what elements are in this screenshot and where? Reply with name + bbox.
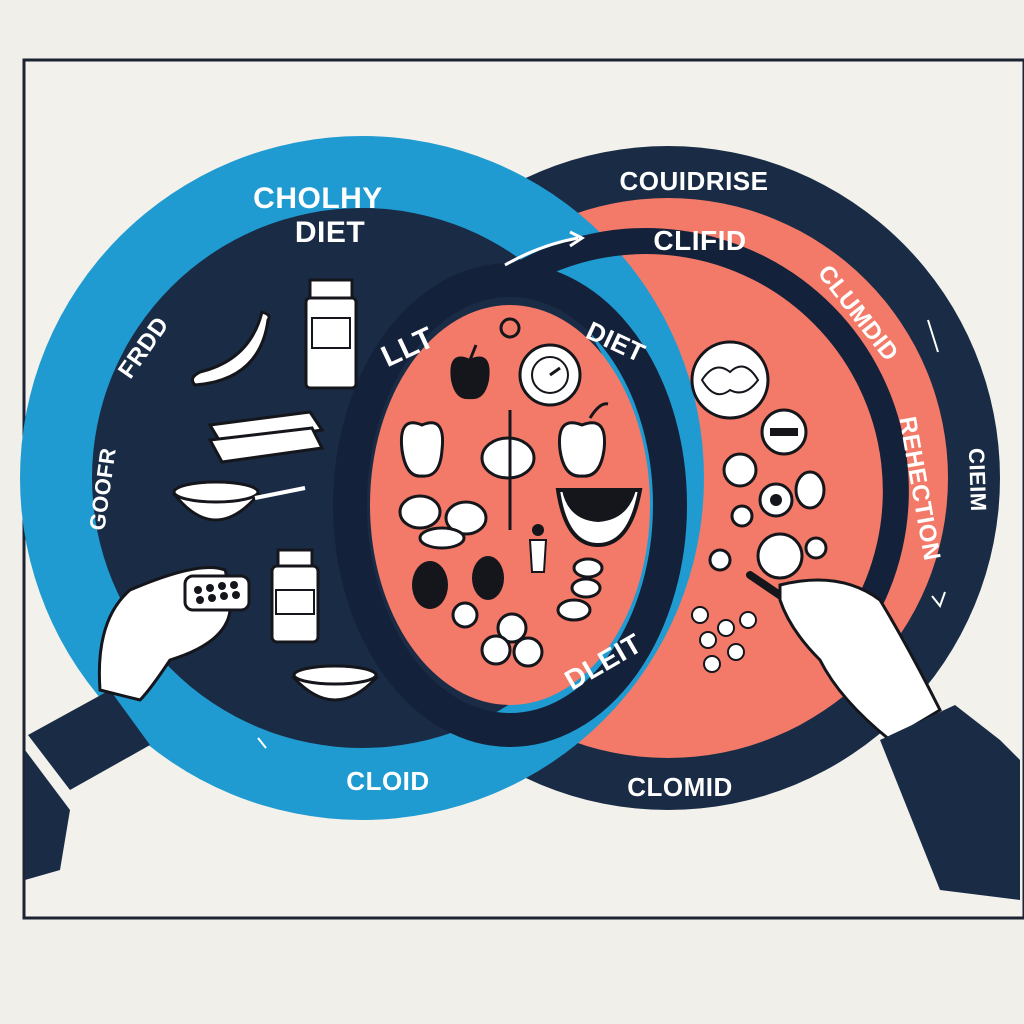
right-label-inner: CLIFID <box>653 225 746 256</box>
apple-icon <box>399 421 445 478</box>
egg-icon <box>412 556 504 609</box>
plate-icon <box>760 408 808 456</box>
pills-icon <box>556 557 604 622</box>
bowl-icon <box>290 664 380 702</box>
clock-plate-icon <box>518 343 582 407</box>
brain-food-icon <box>690 340 770 420</box>
arrow-right-icon <box>931 591 946 609</box>
left-title-line2: DIET <box>295 216 365 249</box>
arrow-top-head-icon <box>569 230 585 248</box>
right-inner-arc <box>513 228 909 627</box>
banana-icon <box>190 310 271 387</box>
vegetable-icon <box>480 410 536 530</box>
cookies-icon <box>398 494 488 550</box>
bread-slices-icon <box>207 410 325 464</box>
dots-cluster-icon <box>691 606 757 673</box>
right-label-side: CIEIM <box>964 448 991 512</box>
small-ring-icon <box>499 317 521 339</box>
apple-icon <box>557 402 609 478</box>
cereal-bowl-icon <box>171 480 306 522</box>
pill-pack-icon <box>194 581 240 604</box>
overlap-ring <box>333 263 687 747</box>
left-label-bottom: CLOID <box>346 766 429 796</box>
right-hand-illustration <box>746 571 1020 900</box>
bowl-icon <box>555 488 643 548</box>
small-circles-icon <box>451 601 544 668</box>
pill-bottle-icon <box>270 548 320 644</box>
apple-icon <box>450 344 490 400</box>
tick-mark-icon <box>927 319 939 353</box>
tick-mark-2-icon <box>257 737 267 749</box>
left-hand-illustration <box>25 566 251 880</box>
left-title-line1: CHOLHY <box>253 182 383 215</box>
arrow-top-icon <box>504 236 579 267</box>
right-label-bottom: CLOMID <box>627 772 733 802</box>
person-icon <box>528 524 548 573</box>
bottle-icon <box>304 278 358 390</box>
egg-cluster-icon <box>708 452 828 580</box>
right-title: COUIDRISE <box>620 166 769 196</box>
